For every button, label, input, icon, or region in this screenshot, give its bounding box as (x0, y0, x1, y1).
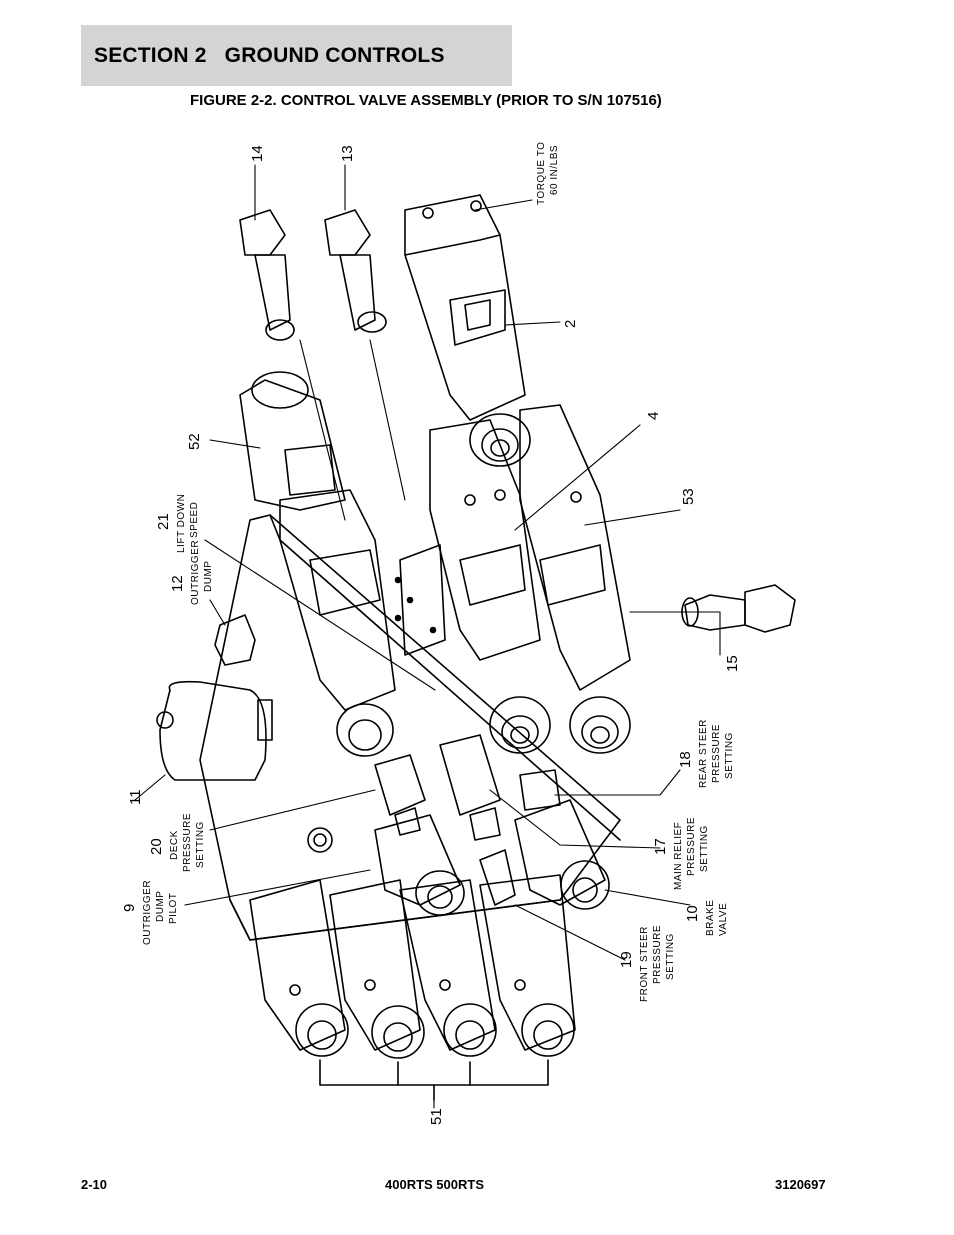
solenoid-valve-21 (279, 489, 396, 757)
brake-label-line2: VALVE (718, 903, 729, 936)
section-number: SECTION 2 (94, 43, 207, 67)
callout-53: 53 (680, 488, 697, 505)
deck-label-line3: SETTING (195, 821, 206, 868)
footer-model: 400RTS 500RTS (385, 1177, 484, 1192)
rear-steer-label-line2: PRESSURE (711, 724, 722, 783)
outrigger-dump-pilot-valve (374, 814, 465, 916)
front-steer-label-line1: FRONT STEER (639, 926, 650, 1002)
deck-label-line1: DECK (169, 830, 180, 860)
cartridge-18 (519, 769, 561, 811)
callout-4: 4 (645, 412, 662, 420)
torque-label-line2: 60 IN/LBS (549, 145, 560, 195)
torque-label-line1: TORQUE TO (536, 142, 547, 205)
plug-12 (214, 614, 256, 666)
cartridge-15 (681, 584, 796, 633)
callout-21: 21 (155, 513, 172, 530)
pilot-label-line2: DUMP (155, 891, 166, 922)
deck-label-line2: PRESSURE (182, 813, 193, 872)
brake-label-line1: BRAKE (705, 900, 716, 936)
pilot-label-line3: PILOT (168, 893, 179, 924)
footer-doc-number: 3120697 (775, 1177, 826, 1192)
section-header: SECTION 2 GROUND CONTROLS (81, 25, 512, 86)
brake-valve (514, 799, 610, 910)
manifold-block (199, 514, 621, 941)
solenoid-valve-bank-51 (249, 874, 576, 1101)
front-steer-label-line3: SETTING (665, 933, 676, 980)
callout-14: 14 (249, 145, 266, 162)
callout-52: 52 (186, 433, 203, 450)
figure-title: FIGURE 2-2. CONTROL VALVE ASSEMBLY (PRIO… (190, 92, 662, 109)
callout-15: 15 (724, 655, 741, 672)
rear-steer-label-line1: REAR STEER (698, 719, 709, 788)
callout-11: 11 (127, 789, 144, 805)
solenoid-valve-4 (429, 419, 551, 754)
main-relief-label-line2: PRESSURE (686, 817, 697, 876)
cartridge-20 (374, 754, 426, 836)
callout-20: 20 (148, 838, 165, 855)
pilot-label-line1: OUTRIGGER (142, 880, 153, 945)
cartridge-17 (439, 734, 501, 841)
callout-51: 51 (428, 1108, 445, 1125)
section-title: GROUND CONTROLS (224, 43, 445, 67)
callout-18: 18 (677, 751, 694, 768)
callout-10: 10 (684, 905, 701, 922)
callout-17: 17 (652, 838, 669, 855)
callout-19: 19 (618, 951, 635, 968)
callout-9: 9 (121, 904, 138, 912)
main-relief-label-line3: SETTING (699, 825, 710, 872)
outrigger-dump-label-line1: OUTRIGGER (190, 540, 201, 605)
lift-down-label-line2: SPEED (189, 502, 200, 538)
footer-page-number: 2-10 (81, 1177, 108, 1192)
callout-12: 12 (169, 575, 186, 592)
cartridge-13 (324, 209, 387, 333)
rear-steer-label-line3: SETTING (724, 732, 735, 779)
cartridge-14 (239, 209, 295, 341)
solenoid-valve-53 (519, 404, 631, 754)
cartridge-19 (479, 849, 516, 906)
main-relief-label-line1: MAIN RELIEF (673, 822, 684, 890)
outrigger-dump-label-line2: DUMP (203, 561, 214, 592)
solenoid-valve-52 (239, 371, 346, 511)
solenoid-valve-2 (404, 194, 531, 467)
front-steer-label-line2: PRESSURE (652, 925, 663, 984)
lift-down-label-line1: LIFT DOWN (176, 494, 187, 553)
callout-13: 13 (339, 145, 356, 162)
solenoid-coil-11 (156, 680, 273, 781)
callout-2: 2 (562, 320, 579, 328)
